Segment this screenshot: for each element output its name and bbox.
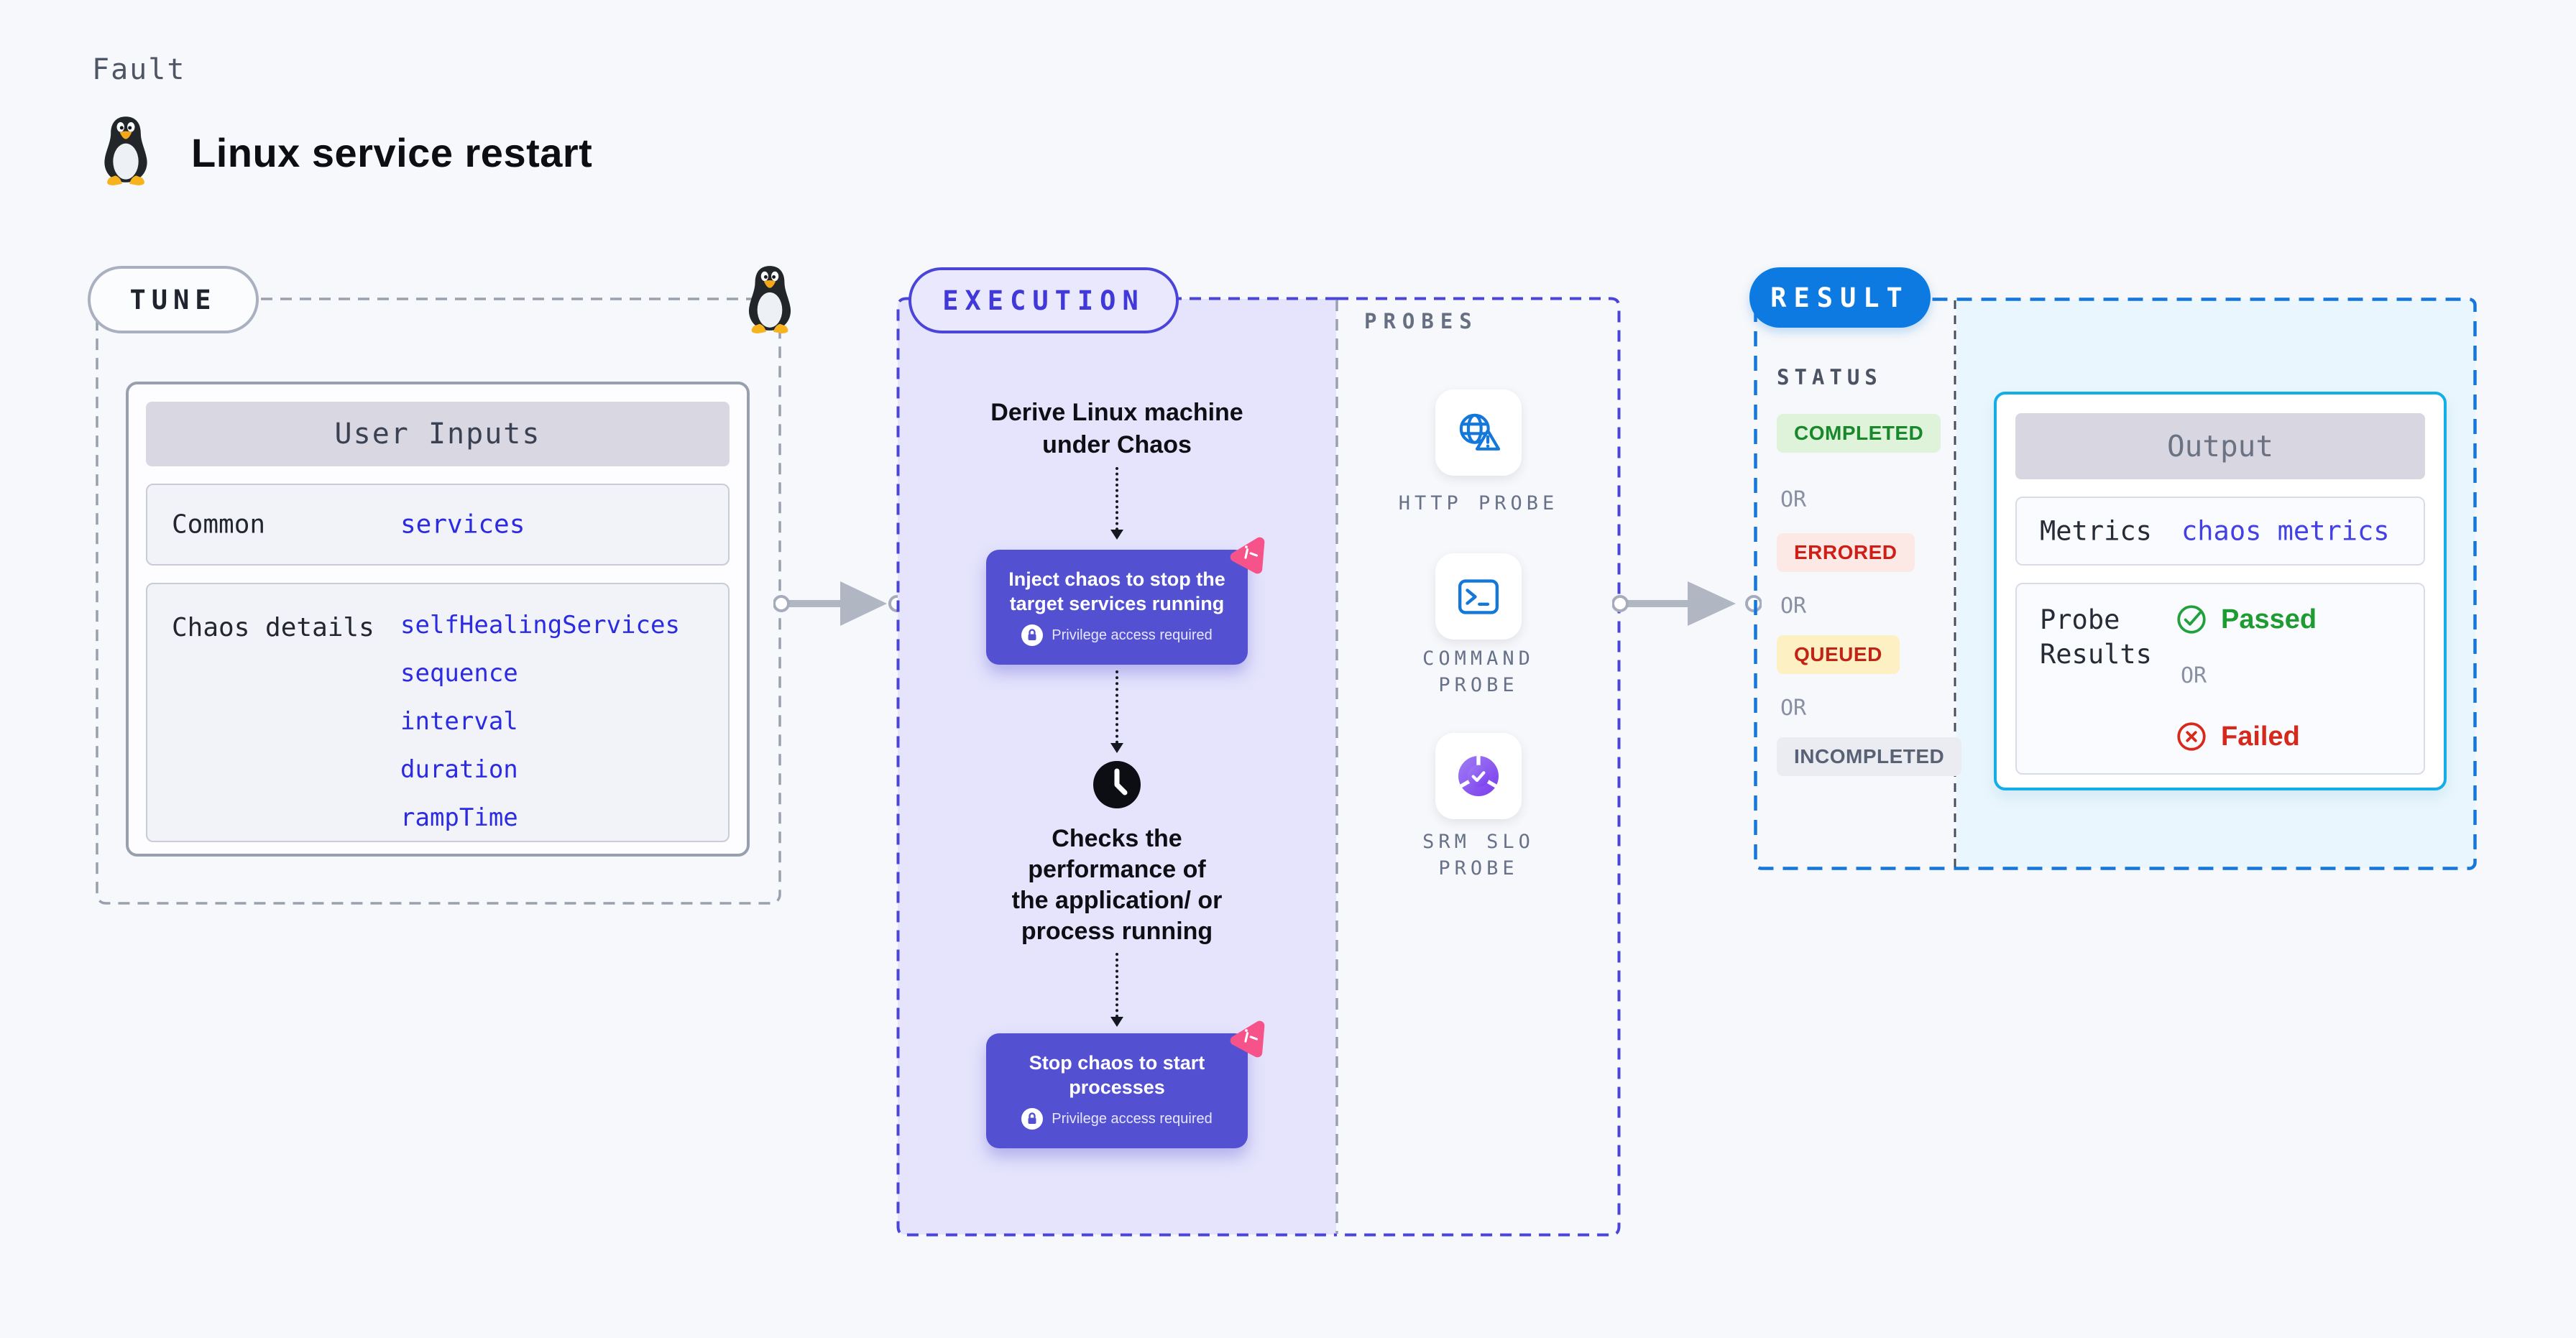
lock-icon <box>1021 1108 1044 1130</box>
status-badge-completed: COMPLETED <box>1777 414 1941 453</box>
probe-results-label: Probe Results <box>2040 604 2152 670</box>
status-heading: STATUS <box>1777 365 1882 389</box>
flow-connector-down <box>1110 467 1123 540</box>
page-title: Linux service restart <box>191 130 593 175</box>
passed-icon <box>2177 605 2206 634</box>
step-line: Derive Linux machine <box>990 399 1243 426</box>
user-inputs-card: User Inputs Common services Chaos detail… <box>126 382 750 857</box>
privilege-note: Privilege access required <box>1052 1110 1213 1127</box>
step-derive-machine: Derive Linux machine under Chaos <box>941 397 1293 461</box>
passed-label: Passed <box>2221 604 2317 635</box>
input-value-duration: duration <box>400 755 518 784</box>
input-value-interval: interval <box>400 707 518 736</box>
result-badge-label: RESULT <box>1770 282 1910 313</box>
or-separator: OR <box>1780 487 1807 512</box>
inject-chaos-box: Inject chaos to stop the target services… <box>986 537 1265 665</box>
slo-pie-icon <box>1458 756 1499 796</box>
output-metrics-row: Metrics chaos metrics <box>2015 497 2425 566</box>
probe-card-srm-slo <box>1435 733 1522 819</box>
lock-icon <box>1021 624 1044 646</box>
fault-kicker: Fault <box>92 53 186 86</box>
status-badge-errored: ERRORED <box>1777 533 1915 572</box>
flow-connector-down <box>1110 670 1123 753</box>
tune-badge: TUNE <box>88 266 259 333</box>
flow-arrow-tune-execution <box>773 581 906 626</box>
input-value-ramptime: rampTime <box>400 803 518 832</box>
inject-chaos-line: Inject chaos to stop the <box>1008 568 1225 590</box>
stop-chaos-line: processes <box>1069 1076 1165 1098</box>
execution-probes-borders <box>896 297 1621 1237</box>
metrics-value: chaos metrics <box>2181 515 2390 547</box>
failed-result: Failed <box>2175 720 2300 753</box>
probe-label-command: COMMAND PROBE <box>1422 647 1535 696</box>
input-row-label: Common <box>172 509 266 540</box>
tux-icon-small <box>748 266 791 333</box>
execution-badge-label: EXECUTION <box>942 285 1145 316</box>
status-badge-incompleted: INCOMPLETED <box>1777 737 1962 776</box>
or-separator: OR <box>1780 696 1807 721</box>
output-card: Output Metrics chaos metrics Probe Resul… <box>1994 392 2447 790</box>
failed-label: Failed <box>2221 721 2300 752</box>
probes-section-label: PROBES <box>1364 309 1478 333</box>
chaos-detail-values: selfHealingServices sequence interval du… <box>400 601 680 842</box>
step-line: performance of <box>1028 856 1206 883</box>
input-value-selfhealingservices: selfHealingServices <box>400 611 680 640</box>
failed-icon <box>2177 722 2206 751</box>
input-value-sequence: sequence <box>400 659 518 688</box>
input-row-chaos-details: Chaos details selfHealingServices sequen… <box>146 583 730 842</box>
output-title: Output <box>2015 413 2425 479</box>
probe-card-http <box>1435 389 1522 476</box>
privilege-row: Privilege access required <box>986 624 1248 646</box>
flow-arrow-probes-result <box>1612 581 1762 626</box>
clock-icon <box>1093 761 1141 808</box>
result-badge: RESULT <box>1749 267 1931 328</box>
execution-badge: EXECUTION <box>908 267 1179 333</box>
privilege-note: Privilege access required <box>1052 627 1213 643</box>
metrics-label: Metrics <box>2040 515 2152 547</box>
stop-chaos-box: Stop chaos to start processes Privilege … <box>986 1020 1265 1148</box>
probe-card-command <box>1435 553 1522 640</box>
step-line: the application/ or <box>1011 887 1223 914</box>
user-inputs-title: User Inputs <box>146 402 730 466</box>
tune-badge-label: TUNE <box>129 284 217 315</box>
terminal-icon <box>1458 578 1499 614</box>
status-badge-queued: QUEUED <box>1777 635 1900 674</box>
input-value-services: services <box>400 509 525 540</box>
output-probe-results-row: Probe Results Passed OR Failed <box>2015 583 2425 775</box>
chaos-badge-icon <box>1230 1020 1265 1058</box>
inject-chaos-line: target services running <box>1009 593 1225 614</box>
flow-connector-down <box>1110 953 1123 1027</box>
globe-alert-icon <box>1459 413 1501 451</box>
input-row-common: Common services <box>146 484 730 566</box>
step-checks-performance: Checks the performance of the applicatio… <box>977 823 1257 947</box>
chaos-badge-icon <box>1230 537 1265 574</box>
step-line: Checks the <box>1052 825 1182 852</box>
passed-result: Passed <box>2175 603 2317 636</box>
privilege-row: Privilege access required <box>986 1108 1248 1130</box>
probe-label-http: HTTP PROBE <box>1398 492 1559 515</box>
tux-icon <box>104 116 147 185</box>
probe-label-srm-slo: SRM SLO PROBE <box>1422 831 1535 880</box>
stop-chaos-line: Stop chaos to start <box>1029 1052 1205 1074</box>
input-row-label: Chaos details <box>172 613 374 642</box>
or-separator: OR <box>2181 663 2207 688</box>
step-line: process running <box>1021 918 1213 945</box>
or-separator: OR <box>1780 594 1807 619</box>
step-line: under Chaos <box>1042 431 1192 458</box>
